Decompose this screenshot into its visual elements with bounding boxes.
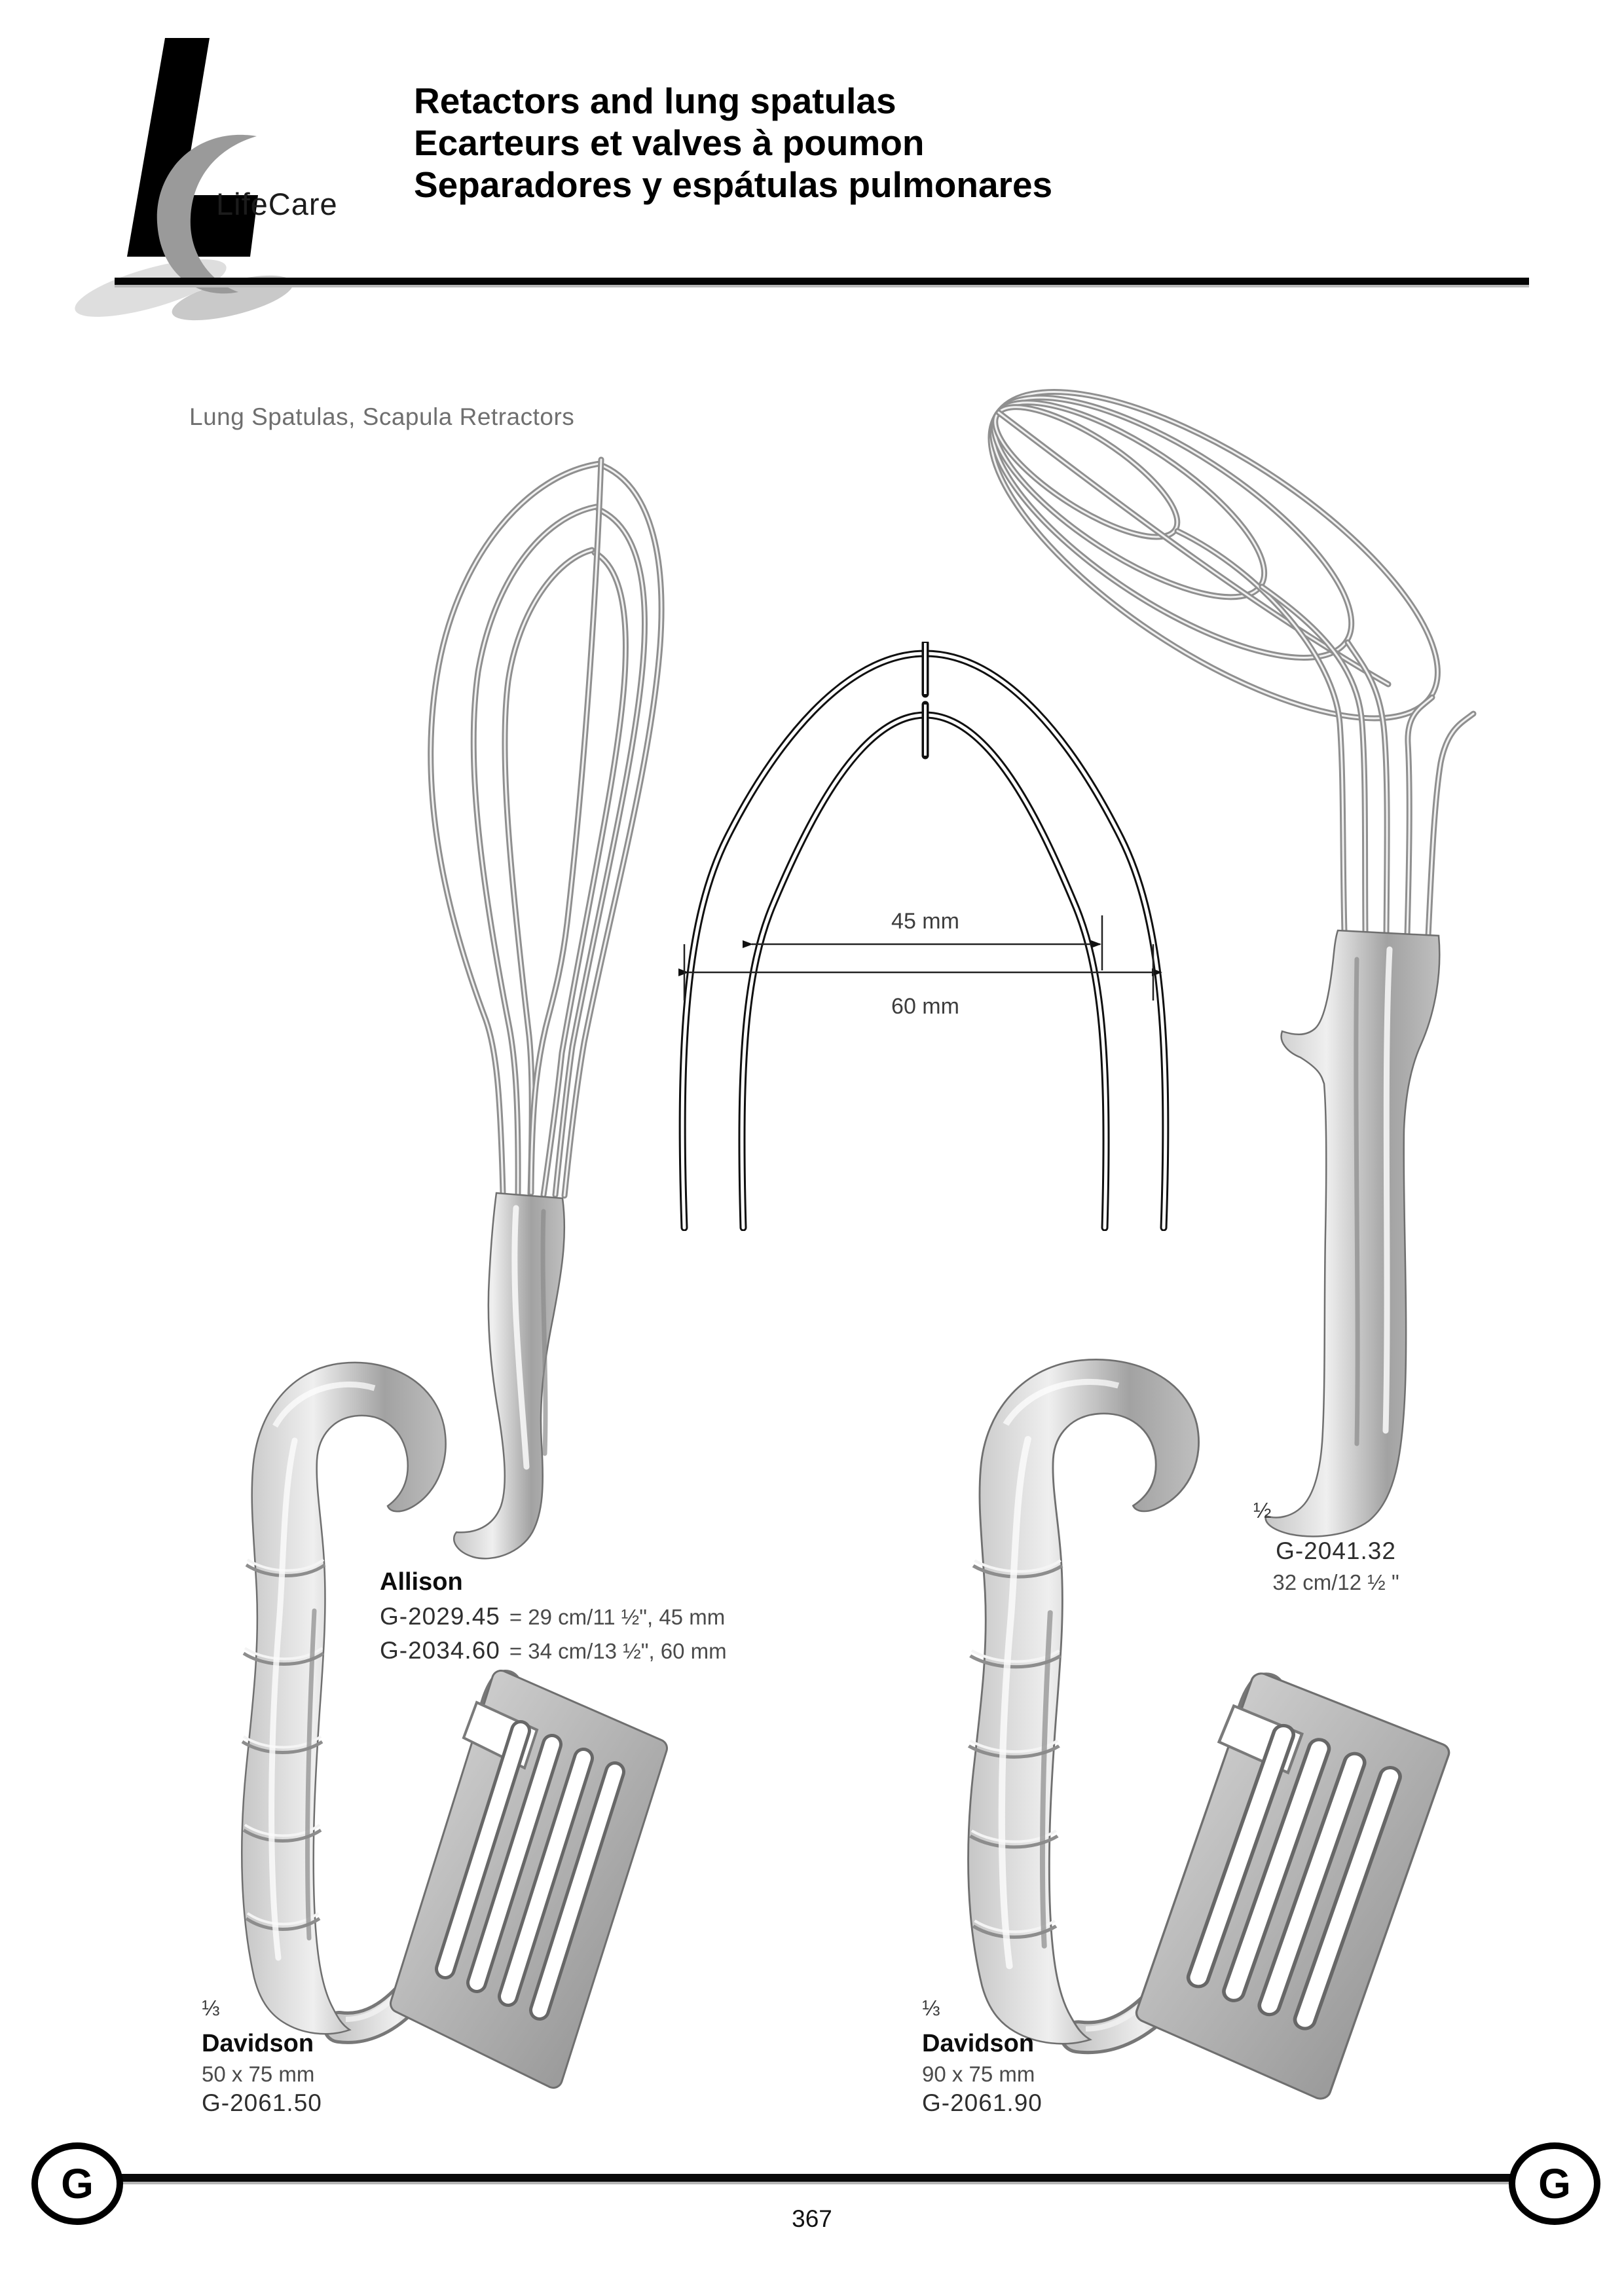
page-title: Retactors and lung spatulas Ecarteurs et… xyxy=(414,80,1052,206)
davidson-large-label-block: ⅓ Davidson 90 x 75 mm G-2061.90 xyxy=(922,1996,1043,2117)
product-size: 50 x 75 mm xyxy=(202,2062,315,2086)
product-spec: 32 cm/12 ½ " xyxy=(1272,1570,1399,1594)
product-code: G-2061.90 xyxy=(922,2089,1043,2116)
scale-note: ⅓ xyxy=(922,1996,940,2020)
allison-handle xyxy=(452,1192,566,1560)
title-english: Retactors and lung spatulas xyxy=(414,81,896,121)
section-letter-badge-right: G xyxy=(1509,2142,1600,2225)
section-letter-badge-left: G xyxy=(31,2142,123,2225)
scapula-retractor-2041-illustration xyxy=(987,389,1500,1537)
wire-cage xyxy=(987,389,1441,722)
product-row: G-2034.60 = 34 cm/13 ½", 60 mm xyxy=(380,1637,727,1664)
product-size: 90 x 75 mm xyxy=(922,2062,1035,2086)
product-spec: = 34 cm/13 ½", 60 mm xyxy=(509,1639,727,1663)
product-code: G-2041.32 xyxy=(1276,1537,1396,1564)
product-name: Allison xyxy=(380,1568,463,1596)
lifecare-logo-icon: LifeCare xyxy=(75,38,338,321)
davidson-small-label-block: ⅓ Davidson 50 x 75 mm G-2061.50 xyxy=(202,1996,322,2117)
scale-note: ½ xyxy=(1253,1498,1272,1522)
allison-lung-spatula-illustration xyxy=(367,445,674,1560)
dimension-60mm: 60 mm xyxy=(678,944,1162,1019)
outer-width-label: 60 mm xyxy=(891,994,959,1019)
footer-divider xyxy=(119,2174,1510,2184)
product-name: Davidson xyxy=(922,2030,1035,2057)
davidson-retractor-small-illustration xyxy=(170,1349,681,2102)
logo-letter-c xyxy=(157,134,257,294)
title-french: Ecarteurs et valves à poumon xyxy=(414,122,925,163)
retractor-2041-label-block: G-2041.32 32 cm/12 ½ " xyxy=(1244,1537,1428,1595)
retractor-handle xyxy=(1264,929,1441,1537)
product-spec: = 29 cm/11 ½", 45 mm xyxy=(509,1605,726,1629)
product-row: G-2029.45 = 29 cm/11 ½", 45 mm xyxy=(380,1603,727,1630)
product-code: G-2029.45 xyxy=(380,1603,500,1630)
allison-label-block: Allison G-2029.45 = 29 cm/11 ½", 45 mm G-… xyxy=(380,1568,727,1664)
product-name: Davidson xyxy=(202,2030,314,2057)
product-code: G-2034.60 xyxy=(380,1637,500,1664)
logo-letter-l xyxy=(127,38,258,257)
product-code: G-2061.50 xyxy=(202,2089,322,2116)
brand-name: LifeCare xyxy=(216,187,338,221)
title-spanish: Separadores y espátulas pulmonares xyxy=(414,164,1053,205)
inner-width-label: 45 mm xyxy=(891,909,959,934)
dimension-45mm: 45 mm xyxy=(743,909,1103,970)
page-number: 367 xyxy=(792,2205,832,2232)
loop-width-diagram: 45 mm 60 mm xyxy=(678,642,1170,1231)
header-divider xyxy=(115,278,1529,287)
scale-note: ⅓ xyxy=(202,1996,220,2020)
section-label: Lung Spatulas, Scapula Retractors xyxy=(189,403,575,430)
